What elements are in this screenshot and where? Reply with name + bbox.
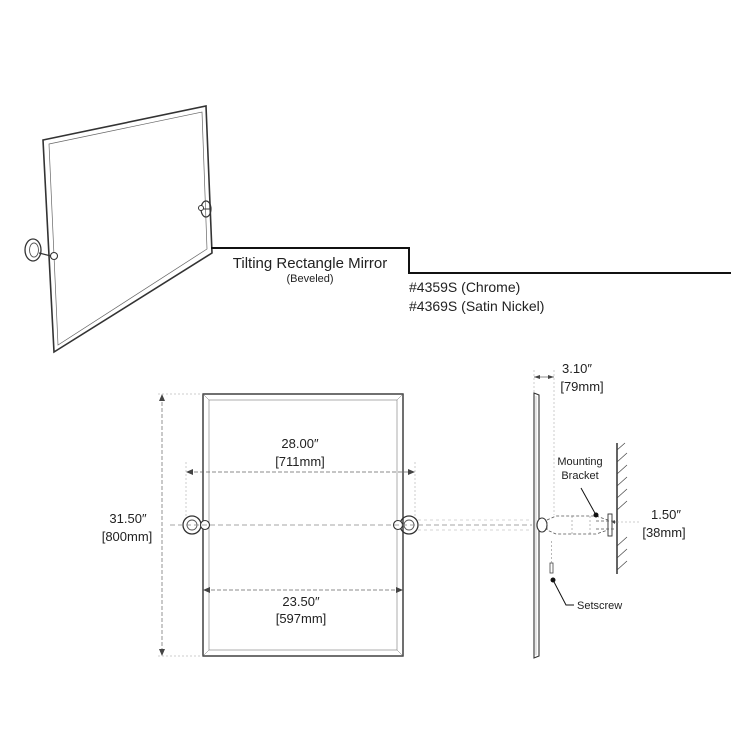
bracket-span-dimension	[185, 462, 416, 516]
model-chrome: #4359S (Chrome)	[409, 279, 520, 295]
width-dimension	[203, 587, 403, 593]
height-inches: 31.50″	[109, 511, 147, 526]
perspective-mirror-illustration	[24, 105, 213, 354]
bracket-span-mm: [711mm]	[275, 454, 325, 469]
mount-offset-mm: [38mm]	[642, 525, 685, 540]
right-bracket-icon	[198, 200, 212, 218]
title-leader-line	[211, 247, 731, 274]
side-view	[533, 370, 640, 659]
left-bracket-icon	[24, 238, 59, 262]
mount-offset-inches: 1.50″	[651, 507, 681, 522]
setscrew-label: Setscrew	[577, 600, 622, 612]
mounting-bracket-label-line2: Bracket	[561, 470, 598, 482]
mounting-bracket-label-line1: Mounting	[557, 456, 602, 468]
product-subtitle: (Beveled)	[286, 273, 333, 285]
model-satin-nickel: #4369S (Satin Nickel)	[409, 298, 544, 314]
width-inches: 23.50″	[282, 594, 320, 609]
height-mm: [800mm]	[102, 529, 153, 544]
front-view: 31.50″ [800mm] 28.00″ [711mm] 23.50″ [59…	[102, 393, 532, 657]
width-mm: [597mm]	[276, 611, 327, 626]
depth-inches: 3.10″	[562, 361, 592, 376]
wall-hatch	[616, 442, 628, 574]
bracket-span-inches: 28.00″	[281, 436, 319, 451]
depth-mm: [79mm]	[560, 379, 603, 394]
product-title: Tilting Rectangle Mirror	[233, 255, 388, 272]
height-dimension	[158, 393, 203, 657]
